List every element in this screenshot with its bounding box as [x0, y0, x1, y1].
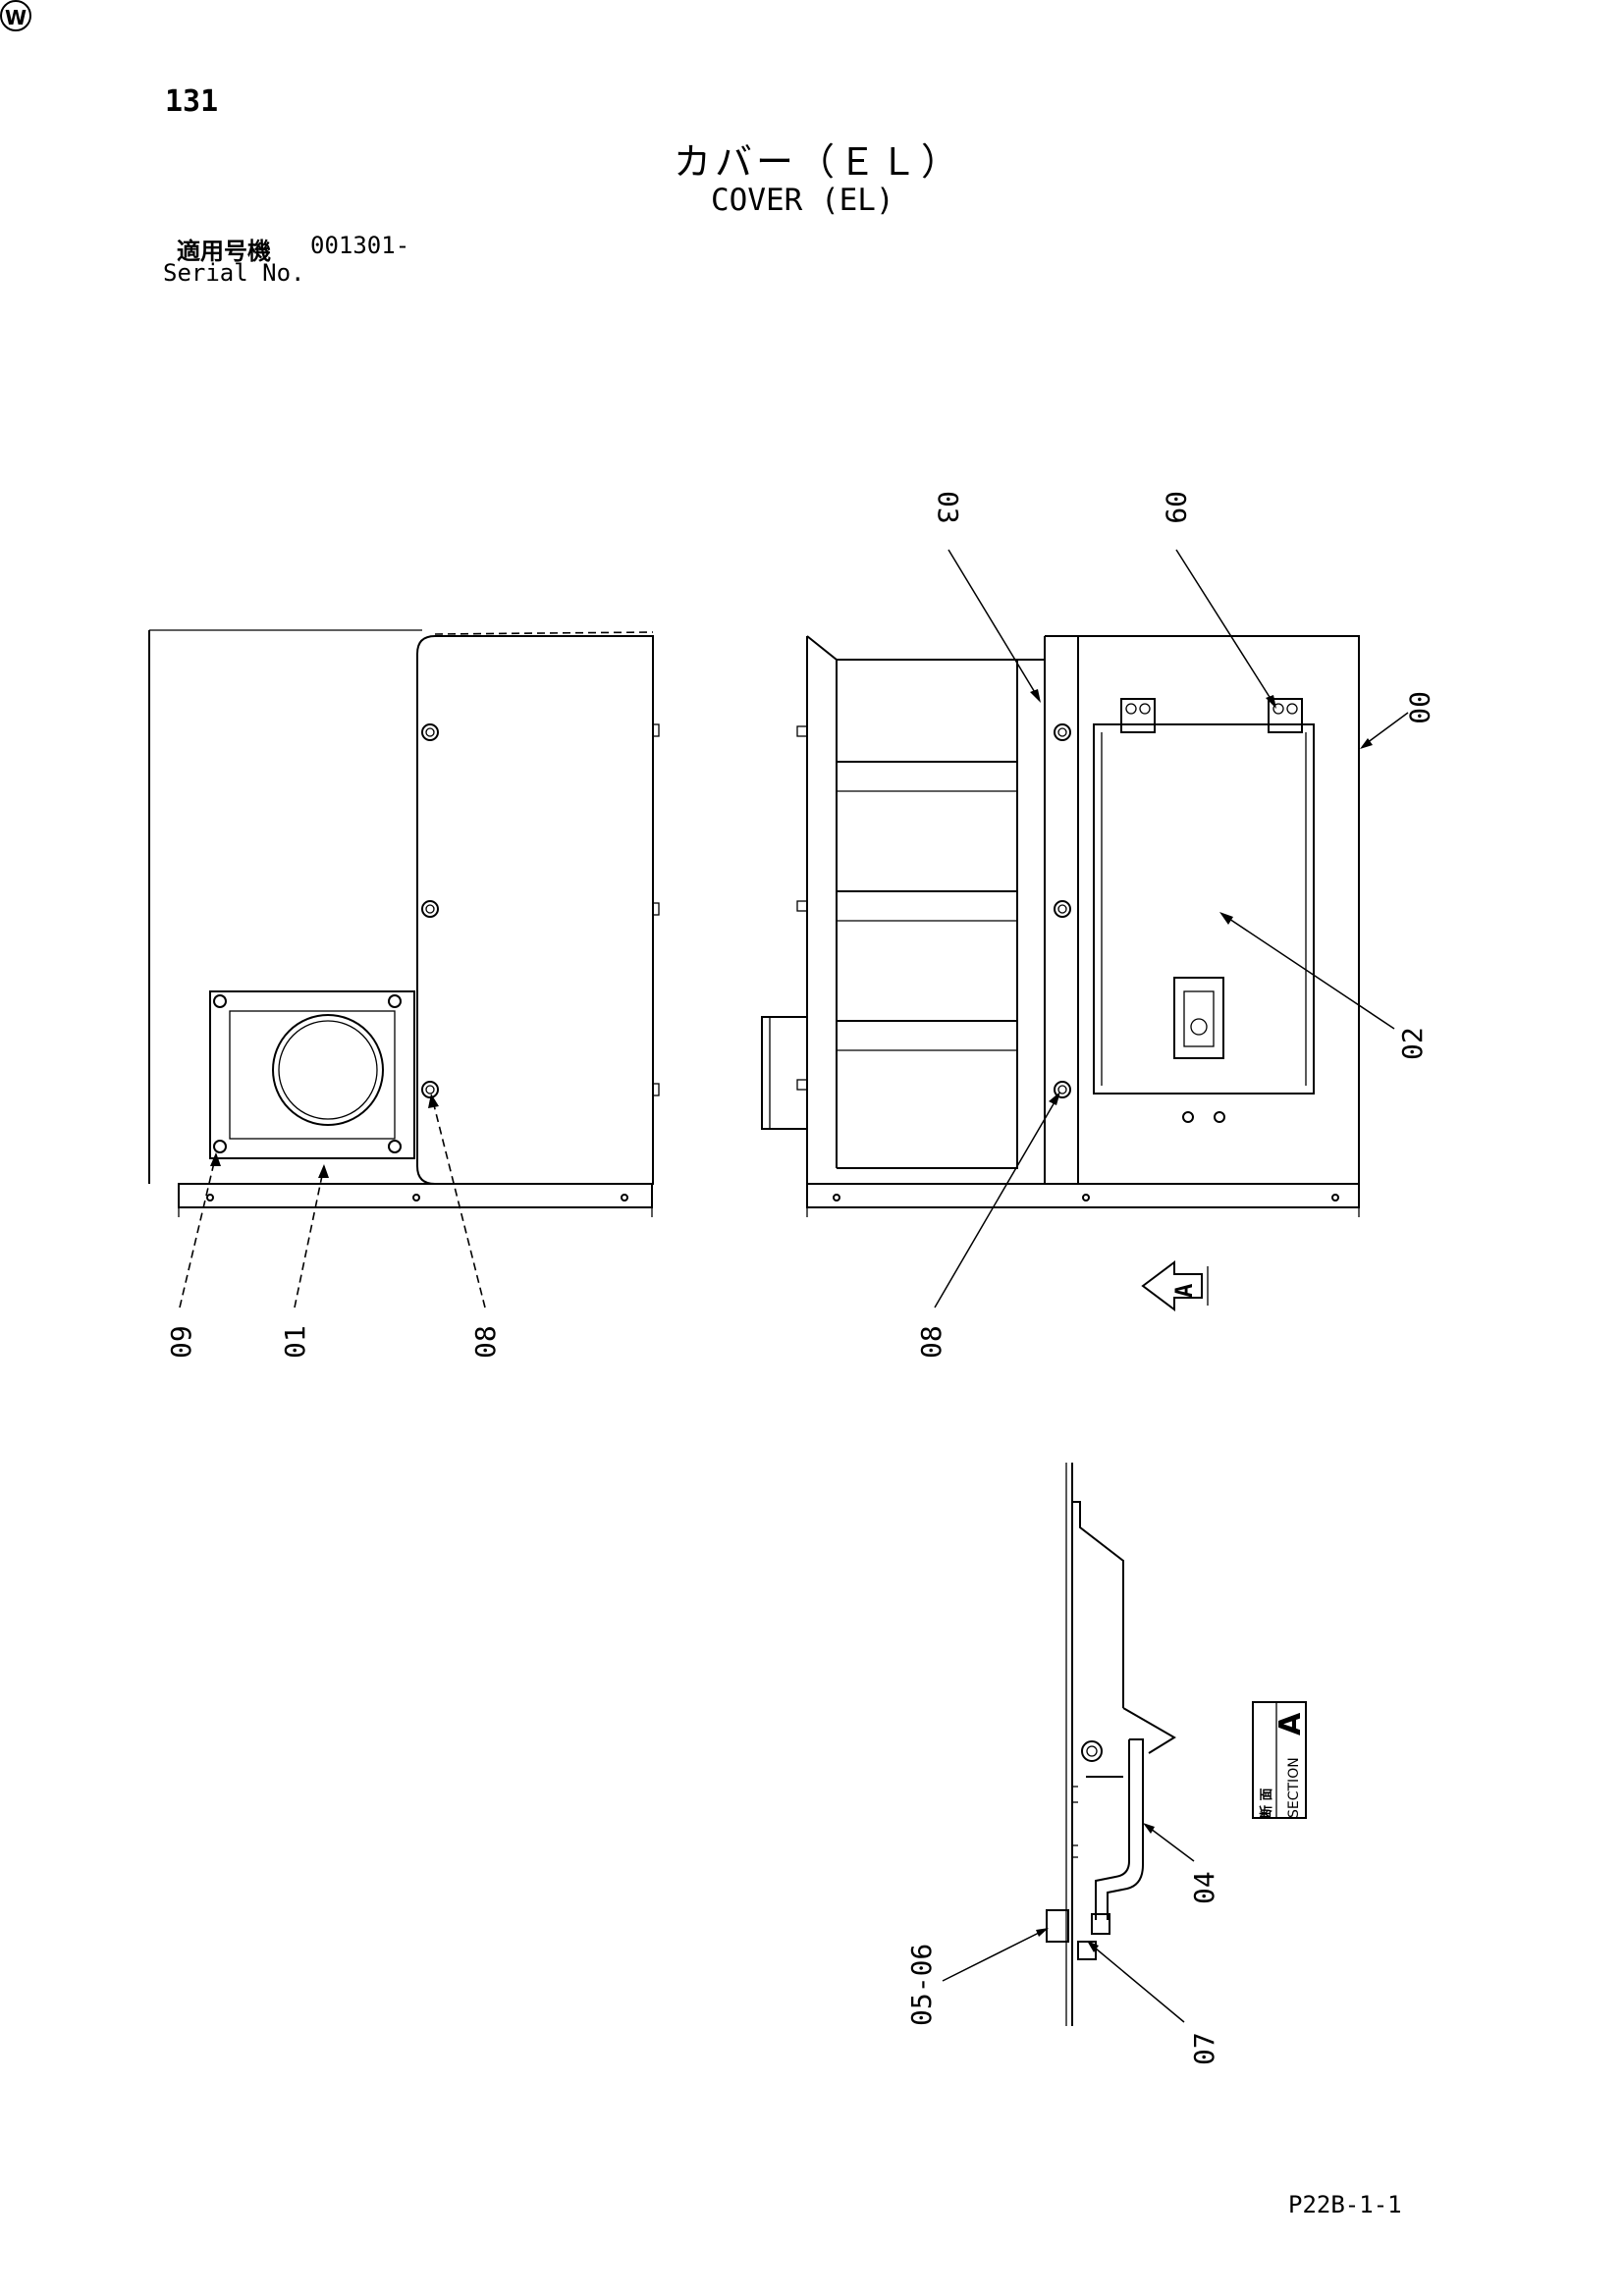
- section-label-letter: A: [1273, 1712, 1308, 1735]
- right-view: [761, 549, 1409, 1311]
- callout-right-09: 09: [1160, 491, 1192, 524]
- view-a-arrow: [1141, 1260, 1209, 1311]
- serial-label-japanese: 適用号機: [177, 238, 271, 265]
- title-japanese: カバー（ＥＬ）: [674, 140, 963, 184]
- left-view: [148, 629, 660, 1308]
- serial-label-english: Serial No.: [163, 259, 305, 287]
- callout-section-07: 07: [1188, 2032, 1220, 2065]
- section-label-box: 断 面 SECTION A: [1252, 1701, 1308, 1819]
- section-label-jp: 断 面: [1259, 1788, 1274, 1818]
- w-mark-icon: W: [0, 0, 31, 31]
- callout-left-08: 08: [469, 1325, 502, 1359]
- callout-right-02: 02: [1396, 1027, 1429, 1060]
- serial-number-value: 001301-: [310, 232, 410, 259]
- callout-section-05-06: 05-06: [905, 1944, 938, 2026]
- section-a-view: [942, 1463, 1195, 2026]
- section-label-en: SECTION: [1286, 1757, 1302, 1818]
- view-arrow-label: A: [1170, 1283, 1198, 1298]
- callout-left-01: 01: [279, 1325, 311, 1359]
- callout-left-09: 09: [165, 1325, 197, 1359]
- title-english: COVER (EL): [711, 183, 894, 218]
- drawing-reference: P22B-1-1: [1288, 2191, 1402, 2218]
- page-number: 131: [165, 84, 219, 119]
- callout-section-04: 04: [1188, 1871, 1220, 1904]
- callout-right-00: 00: [1403, 691, 1435, 724]
- callout-right-08: 08: [915, 1325, 947, 1359]
- callout-right-03: 03: [932, 491, 964, 524]
